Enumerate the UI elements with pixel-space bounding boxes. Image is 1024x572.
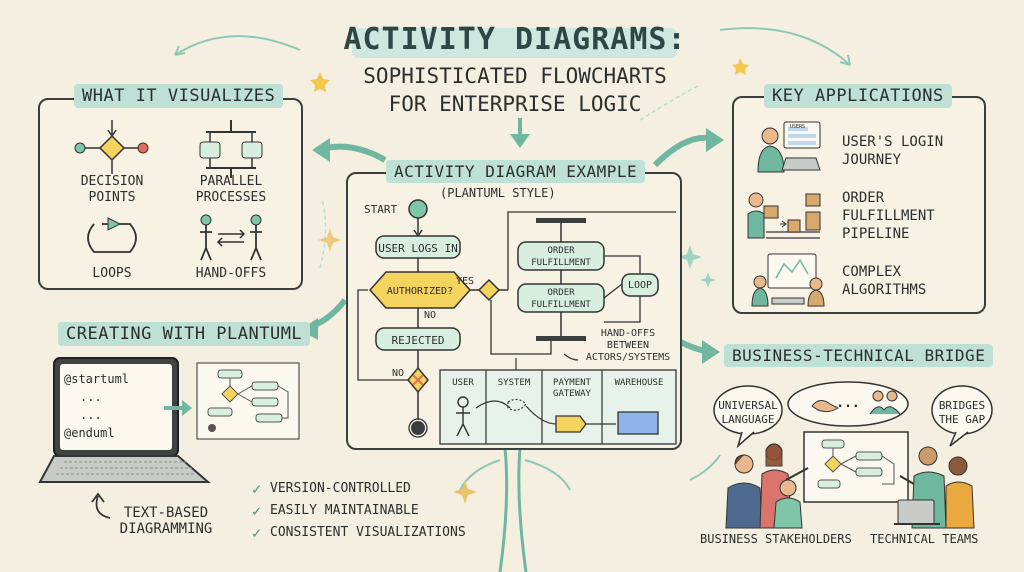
page-subtitle-line1: SOPHISTICATED FLOWCHARTS (363, 64, 667, 88)
order-pipeline-icon (747, 192, 821, 239)
lane-system: SYSTEM (497, 378, 531, 388)
app-3-line1: COMPLEX (842, 264, 902, 280)
code-line-4: @enduml (64, 426, 115, 440)
bubble-bridges-gap-2: THE GAP (938, 413, 986, 426)
code-line-3: ... (80, 408, 102, 422)
parallel-processes-label-1: PARALLEL (199, 174, 263, 189)
parallel-processes-label-2: PROCESSES (195, 190, 267, 205)
no-label-1: NO (424, 310, 437, 321)
example-subheading: (PLANTUML STYLE) (440, 186, 556, 200)
complex-algorithms-icon (751, 253, 825, 307)
authorized-decision: AUTHORIZED? (386, 286, 454, 297)
code-line-1: @startuml (64, 372, 130, 386)
login-journey-icon (757, 121, 821, 173)
check-icon-2: ✓ (252, 502, 262, 520)
order-node-2-line1: ORDER (547, 288, 575, 298)
yes-label: YES (456, 276, 475, 287)
example-heading: ACTIVITY DIAGRAM EXAMPLE (386, 160, 646, 183)
benefit-item-2: EASILY MAINTAINABLE (270, 503, 419, 518)
decision-points-label-1: DECISION (80, 174, 144, 189)
title-highlight (352, 28, 677, 58)
loops-label: LOOPS (92, 266, 132, 281)
plantuml-caption-1: TEXT-BASED (123, 505, 209, 521)
login-screen-text: USERS (790, 124, 806, 130)
applications-heading: KEY APPLICATIONS (764, 84, 952, 108)
benefit-item-3: CONSISTENT VISUALIZATIONS (270, 525, 466, 540)
bubble-ellipsis: ... (836, 396, 860, 411)
app-2-line3: PIPELINE (842, 226, 910, 242)
business-stakeholders-caption: BUSINESS STAKEHOLDERS (700, 532, 852, 546)
code-line-2: ... (80, 390, 102, 404)
handoff-note-1: HAND-OFFS (600, 328, 656, 339)
render-arrow-icon (164, 400, 192, 416)
lane-payment-gateway: GATEWAY (553, 389, 591, 399)
start-label: START (364, 203, 398, 216)
bridge-heading: BUSINESS-TECHNICAL BRIDGE (724, 344, 994, 367)
decision-points-label-2: POINTS (88, 190, 136, 205)
lane-user: USER (452, 378, 474, 388)
caption-arrow-icon (91, 492, 111, 519)
laptop-icon (38, 357, 211, 483)
bubble-universal-language-2: LANGUAGE (721, 413, 775, 426)
speech-bubbles (713, 381, 993, 449)
activity-flow-diagram (357, 199, 677, 445)
login-node: USER LOGS IN (378, 242, 458, 255)
handoff-note-3: ACTORS/SYSTEMS (585, 352, 671, 363)
visualizes-panel (38, 98, 303, 290)
bubble-bridges-gap-1: BRIDGES (938, 399, 986, 412)
lane-warehouse: WAREHOUSE (614, 378, 664, 388)
check-icon-1: ✓ (252, 480, 262, 498)
loops-icon (87, 217, 137, 253)
lane-payment: PAYMENT (553, 378, 591, 388)
visualizes-heading: WHAT IT VISUALIZES (74, 84, 284, 108)
order-node-2-line2: FULFILLMENT (531, 300, 591, 310)
app-2-line1: ORDER (842, 190, 885, 206)
app-3-line2: ALGORITHMS (842, 282, 927, 298)
app-1-line2: JOURNEY (842, 152, 902, 168)
no-label-2: NO (392, 368, 405, 379)
loop-node: LOOP (627, 280, 653, 291)
order-node-1-line1: ORDER (547, 246, 575, 256)
app-1-line1: USER'S LOGIN (842, 134, 944, 150)
page-subtitle-line2: FOR ENTERPRISE LOGIC (388, 92, 642, 116)
handoff-note-2: BETWEEN (606, 340, 650, 351)
parallel-processes-icon (199, 120, 263, 178)
technical-teams-caption: TECHNICAL TEAMS (870, 532, 979, 546)
order-node-1-line2: FULFILLMENT (531, 258, 591, 268)
plantuml-caption-2: DIAGRAMMING (119, 521, 213, 537)
decision-points-icon (74, 120, 149, 174)
hand-offs-label: HAND-OFFS (195, 266, 267, 281)
app-2-line2: FULFILLMENT (842, 208, 935, 224)
page-title: ACTIVITY DIAGRAMS: (343, 22, 687, 57)
plantuml-heading: CREATING WITH PLANTUML (58, 322, 311, 346)
bubble-universal-language-1: UNIVERSAL (718, 399, 778, 412)
hand-offs-icon (200, 214, 262, 261)
rejected-node: REJECTED (391, 334, 445, 347)
benefit-item-1: VERSION-CONTROLLED (270, 481, 411, 496)
check-icon-3: ✓ (252, 524, 262, 542)
rendered-diagram-thumbnail (196, 362, 300, 440)
team-meeting-illustration (725, 431, 975, 529)
